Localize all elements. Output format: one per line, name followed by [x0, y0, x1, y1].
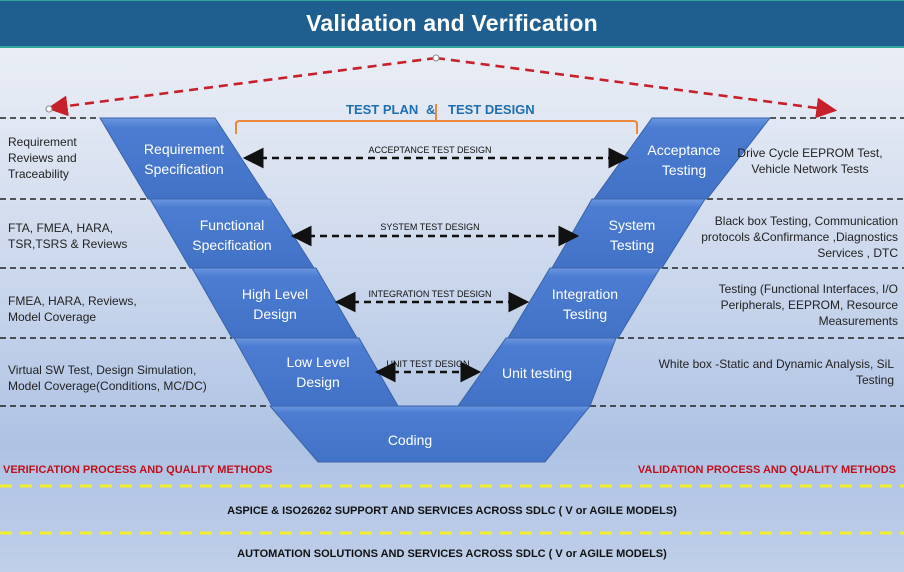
verification-note-high-level: FMEA, HARA, Reviews, Model Coverage: [8, 293, 137, 325]
verification-methods-label: VERIFICATION PROCESS AND QUALITY METHODS: [3, 464, 273, 476]
shape-integration-testing: [507, 267, 661, 339]
label-coding: Coding: [387, 432, 433, 448]
label-requirement-specification: Requirement Specification: [119, 139, 249, 179]
note-line: Vehicle Network Tests: [751, 162, 869, 176]
note-line: Model Coverage(Conditions, MC/DC): [8, 379, 207, 393]
label-line: Integration: [551, 286, 619, 302]
label-acceptance-testing: Acceptance Testing: [619, 140, 749, 180]
note-line: FMEA, HARA, Reviews,: [8, 294, 137, 308]
validation-note-integration: Testing (Functional Interfaces, I/O Peri…: [688, 281, 898, 329]
shape-coding: [268, 405, 592, 463]
note-line: TSR,TSRS & Reviews: [8, 237, 128, 251]
note-line: Virtual SW Test, Design Simulation,: [8, 363, 197, 377]
test-design-label: TEST DESIGN: [448, 102, 535, 117]
label-line: High Level: [241, 286, 309, 302]
test-plan-amp: &: [426, 102, 436, 117]
label-line: Acceptance: [647, 142, 721, 158]
note-line: Testing (Functional Interfaces, I/O: [718, 282, 898, 296]
note-line: FTA, FMEA, HARA,: [8, 221, 114, 235]
validation-note-acceptance: Drive Cycle EEPROM Test, Vehicle Network…: [730, 145, 890, 177]
note-line: Reviews and: [8, 151, 77, 165]
red-dashed-arrow-right: [435, 56, 838, 119]
system-test-design-label: SYSTEM TEST DESIGN: [380, 222, 480, 232]
note-line: White box -Static and Dynamic Analysis, …: [658, 357, 894, 371]
label-system-testing: System Testing: [567, 215, 697, 255]
note-line: Peripherals, EEPROM, Resource: [720, 298, 898, 312]
page-title: Validation and Verification: [306, 10, 598, 36]
aspice-band-label: ASPICE & ISO26262 SUPPORT AND SERVICES A…: [227, 505, 677, 517]
apex-node-icon: [432, 54, 440, 62]
verification-note-functional: FTA, FMEA, HARA, TSR,TSRS & Reviews: [8, 220, 127, 252]
note-line: Black box Testing, Communication: [714, 214, 898, 228]
note-line: Testing: [855, 373, 894, 387]
verification-note-low-level: Virtual SW Test, Design Simulation, Mode…: [8, 362, 207, 394]
label-line: Specification: [144, 161, 224, 177]
label-line: Specification: [192, 237, 272, 253]
note-line: Drive Cycle EEPROM Test,: [737, 146, 883, 160]
note-line: protocols &Confirmance ,Diagnostics: [701, 230, 898, 244]
label-high-level-design: High Level Design: [210, 284, 340, 324]
note-line: Measurements: [818, 314, 898, 328]
title-bar: Validation and Verification: [0, 0, 904, 48]
label-line: System: [608, 217, 656, 233]
label-line: Testing: [609, 237, 655, 253]
test-plan-bracket: [235, 104, 638, 134]
label-low-level-design: Low Level Design: [253, 352, 383, 392]
test-plan-label: TEST PLAN: [346, 102, 419, 117]
validation-methods-label: VALIDATION PROCESS AND QUALITY METHODS: [637, 464, 896, 476]
verification-note-requirement: Requirement Reviews and Traceability: [8, 134, 77, 182]
note-line: Services , DTC: [817, 246, 898, 260]
label-functional-specification: Functional Specification: [167, 215, 297, 255]
shape-acceptance-testing: [593, 117, 772, 200]
label-integration-testing: Integration Testing: [520, 284, 650, 324]
label-unit-testing: Unit testing: [472, 363, 602, 383]
acceptance-test-design-label: ACCEPTANCE TEST DESIGN: [368, 145, 492, 155]
note-line: Traceability: [8, 167, 69, 181]
validation-note-unit: White box -Static and Dynamic Analysis, …: [644, 356, 894, 388]
automation-band-label: AUTOMATION SOLUTIONS AND SERVICES ACROSS…: [237, 548, 667, 560]
validation-note-system: Black box Testing, Communication protoco…: [688, 213, 898, 261]
label-line: Low Level: [286, 354, 350, 370]
label-line: Design: [253, 306, 297, 322]
note-line: Model Coverage: [8, 310, 97, 324]
start-node-icon: [45, 105, 53, 113]
red-dashed-arrow-left: [46, 56, 437, 117]
label-line: Testing: [661, 162, 707, 178]
label-line: Functional: [199, 217, 265, 233]
label-line: Design: [296, 374, 340, 390]
label-line: Requirement: [143, 141, 225, 157]
label-line: Testing: [562, 306, 608, 322]
unit-test-design-label: UNIT TEST DESIGN: [386, 359, 470, 369]
integration-test-design-label: INTEGRATION TEST DESIGN: [368, 289, 492, 299]
note-line: Requirement: [8, 135, 77, 149]
label-line: Unit testing: [501, 365, 573, 381]
